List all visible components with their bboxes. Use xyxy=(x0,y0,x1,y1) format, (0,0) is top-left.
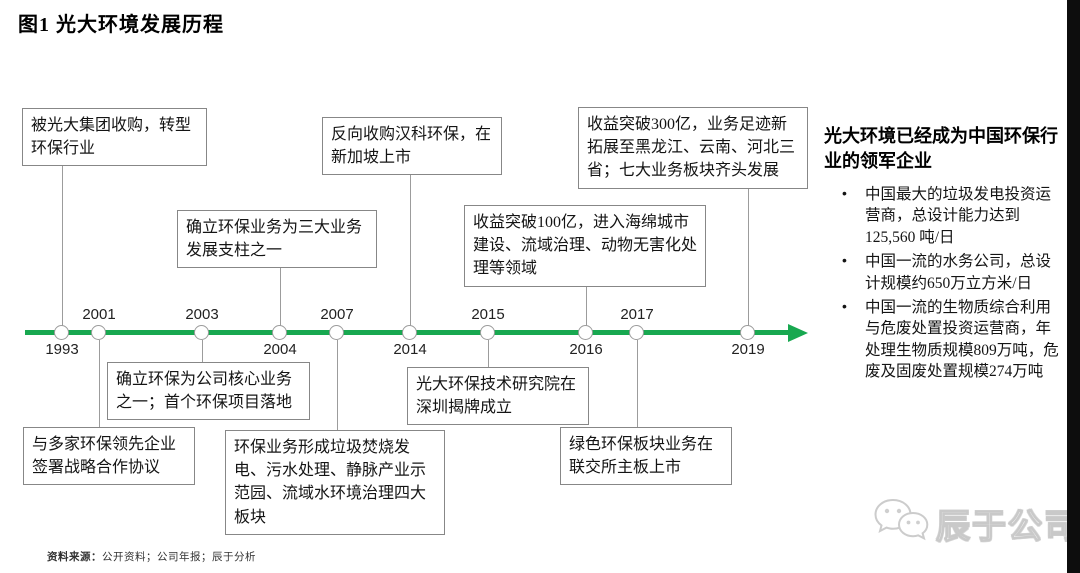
summary-bullet-text: 中国一流的生物质综合利用与危废处置投资运营商，年处理生物质规模809万吨，危废及… xyxy=(865,298,1059,380)
event-box-2003: 确立环保为公司核心业务之一；首个环保项目落地 xyxy=(107,362,310,421)
connector-2017 xyxy=(636,340,638,427)
brand-watermark-text: 辰于公司 xyxy=(935,508,1080,546)
year-label-2017: 2017 xyxy=(620,306,654,323)
event-box-2014: 反向收购汉科环保，在新加坡上市 xyxy=(322,117,502,176)
bullet-dot-icon: • xyxy=(842,297,847,314)
summary-bullet-text: 中国一流的水务公司，总设计规模约650万立方米/日 xyxy=(865,253,1052,292)
event-box-2016: 收益突破100亿，进入海绵城市建设、流域治理、动物无害化处理等领域 xyxy=(464,205,706,287)
connector-2016 xyxy=(585,272,587,330)
summary-bullet-list: • 中国最大的垃圾发电投资运营商，总设计能力达到125,560 吨/日 • 中国… xyxy=(840,184,1066,385)
bullet-dot-icon: • xyxy=(842,185,847,201)
summary-bullet: • 中国最大的垃圾发电投资运营商，总设计能力达到125,560 吨/日 xyxy=(840,184,1066,248)
brand-watermark: 辰于公司 xyxy=(872,496,1080,551)
timeline-node-2007 xyxy=(329,325,344,340)
timeline-node-2001 xyxy=(91,325,106,340)
summary-bullet-text: 中国最大的垃圾发电投资运营商，总设计能力达到125,560 吨/日 xyxy=(865,186,1052,246)
summary-bullet: • 中国一流的生物质综合利用与危废处置投资运营商，年处理生物质规模809万吨，危… xyxy=(840,297,1066,383)
connector-2015 xyxy=(487,340,489,367)
connector-2019 xyxy=(747,172,749,330)
timeline-node-2019 xyxy=(740,325,755,340)
connector-2004 xyxy=(279,265,281,330)
connector-1993 xyxy=(61,164,63,330)
bullet-dot-icon: • xyxy=(842,252,847,269)
timeline-node-1993 xyxy=(54,325,69,340)
event-box-2015: 光大环保技术研究院在深圳揭牌成立 xyxy=(407,367,589,426)
event-box-2007: 环保业务形成垃圾焚烧发电、污水处理、静脉产业示范园、流域水环境治理四大板块 xyxy=(225,430,445,535)
source-note: 资料来源：公开资料；公司年报；辰于分析 xyxy=(47,549,256,564)
year-label-2004: 2004 xyxy=(263,341,297,358)
year-label-2001: 2001 xyxy=(82,306,116,323)
summary-heading: 光大环境已经成为中国环保行业的领军企业 xyxy=(824,126,1058,172)
year-label-1993: 1993 xyxy=(45,341,79,358)
timeline-node-2014 xyxy=(402,325,417,340)
timeline-node-2017 xyxy=(629,325,644,340)
timeline-node-2003 xyxy=(194,325,209,340)
event-box-2019: 收益突破300亿，业务足迹新拓展至黑龙江、云南、河北三省；七大业务板块齐头发展 xyxy=(578,107,808,189)
source-text: 公开资料；公司年报；辰于分析 xyxy=(102,552,256,563)
timeline-node-2004 xyxy=(272,325,287,340)
timeline-arrow-icon xyxy=(788,323,808,342)
summary-bullet: • 中国一流的水务公司，总设计规模约650万立方米/日 xyxy=(840,251,1066,294)
event-box-2004: 确立环保业务为三大业务发展支柱之一 xyxy=(177,210,377,269)
event-box-2001: 与多家环保领先企业签署战略合作协议 xyxy=(23,427,195,486)
event-box-1993: 被光大集团收购，转型环保行业 xyxy=(22,108,207,167)
year-label-2007: 2007 xyxy=(320,306,354,323)
connector-2007 xyxy=(336,340,338,430)
connector-2003 xyxy=(201,340,203,362)
year-label-2003: 2003 xyxy=(185,306,219,323)
event-box-2017: 绿色环保板块业务在联交所主板上市 xyxy=(560,427,732,486)
timeline-node-2015 xyxy=(480,325,495,340)
year-label-2015: 2015 xyxy=(471,306,505,323)
year-label-2014: 2014 xyxy=(393,341,427,358)
wechat-icon xyxy=(872,496,930,551)
connector-2014 xyxy=(409,167,411,330)
figure-title: 图1 光大环境发展历程 xyxy=(18,14,224,36)
year-label-2019: 2019 xyxy=(731,341,765,358)
timeline-node-2016 xyxy=(578,325,593,340)
connector-2001 xyxy=(98,340,100,427)
year-label-2016: 2016 xyxy=(569,341,603,358)
source-label: 资料来源： xyxy=(47,552,102,563)
right-edge-bar xyxy=(1067,0,1080,573)
